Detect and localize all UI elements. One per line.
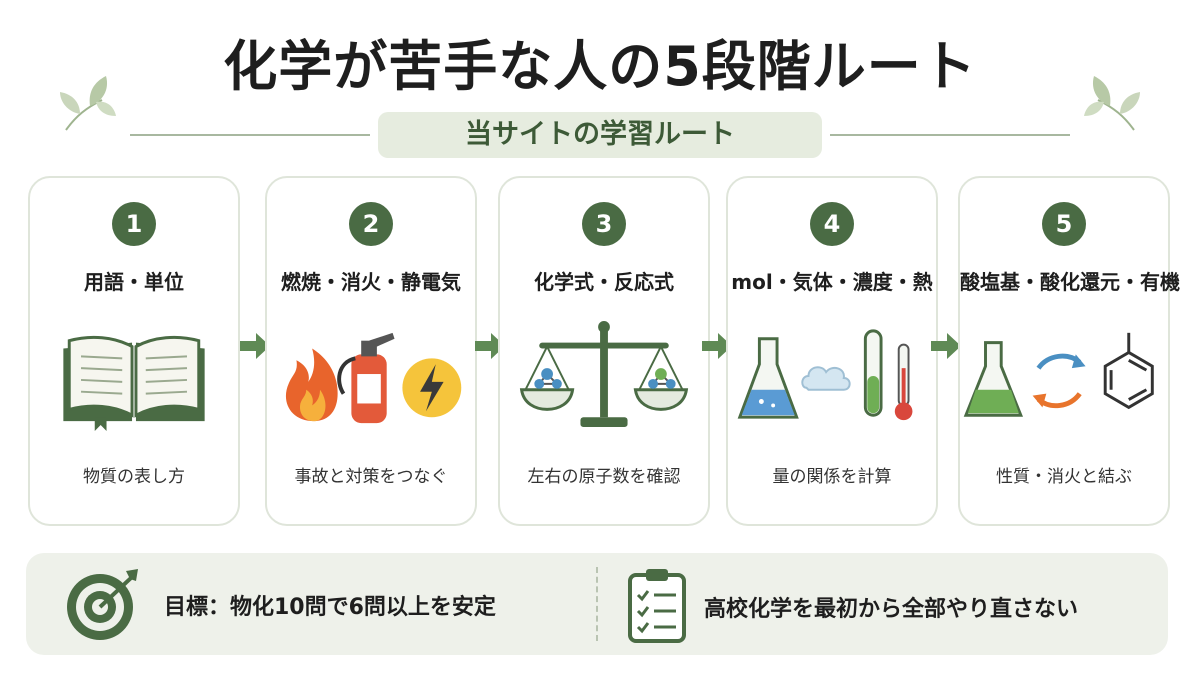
arrow-right-icon [240,333,270,359]
step-card-3: 3 化学式・反応式 左右の原子数を確認 [498,176,710,526]
subtitle-badge: 当サイトの学習ルート [378,112,822,158]
target-icon [67,569,138,640]
checklist-icon [628,569,686,643]
benzene-cycle-icon [963,332,1154,417]
arrow-right-icon [931,333,961,359]
step-title: 燃焼・消火・静電気 [281,270,461,294]
open-book-icon [63,335,205,431]
divider-line [130,134,370,136]
panel-divider [596,567,598,641]
step-title: 化学式・反応式 [534,270,674,294]
arrow-right-icon [475,333,505,359]
fire-extinguisher-icon [285,332,462,424]
step-card-4: 4 mol・気体・濃度・熱 量の関係を計算 [726,176,938,526]
step-number-badge: 5 [1042,202,1086,246]
step-card-5: 5 酸塩基・酸化還元・有機 性質・消火と結ぶ [958,176,1180,526]
step-number-badge: 2 [349,202,393,246]
step-desc: 左右の原子数を確認 [527,467,681,487]
step-title: 酸塩基・酸化還元・有機 [960,270,1180,294]
step-number-badge: 1 [112,202,156,246]
step-card-1: 1 用語・単位 物質の表し方 [28,176,240,526]
step-title: 用語・単位 [84,270,184,294]
leaf-icon [60,76,116,131]
note-text: 高校化学を最初から全部やり直さない [704,597,1079,622]
divider-line [830,134,1070,136]
step-desc: 量の関係を計算 [772,467,892,487]
arrow-right-icon [702,333,732,359]
step-number-badge: 3 [582,202,626,246]
goal-text: 目標：物化10問で6問以上を安定 [164,595,496,620]
step-desc: 事故と対策をつなぐ [294,467,448,487]
step-desc: 性質・消火と結ぶ [996,467,1132,487]
lab-equipment-icon [737,329,913,421]
page-title: 化学が苦手な人の5段階ルート [223,35,977,98]
step-card-2: 2 燃焼・消火・静電気 事故と対策をつなぐ [265,176,477,526]
step-title: mol・気体・濃度・熱 [731,270,933,294]
leaf-icon [1084,76,1140,131]
balance-scale-icon [519,321,689,428]
summary-panel: 目標：物化10問で6問以上を安定 高校化学を最初から全部やり直さない [26,553,1168,655]
step-number-badge: 4 [810,202,854,246]
step-desc: 物質の表し方 [83,467,185,487]
